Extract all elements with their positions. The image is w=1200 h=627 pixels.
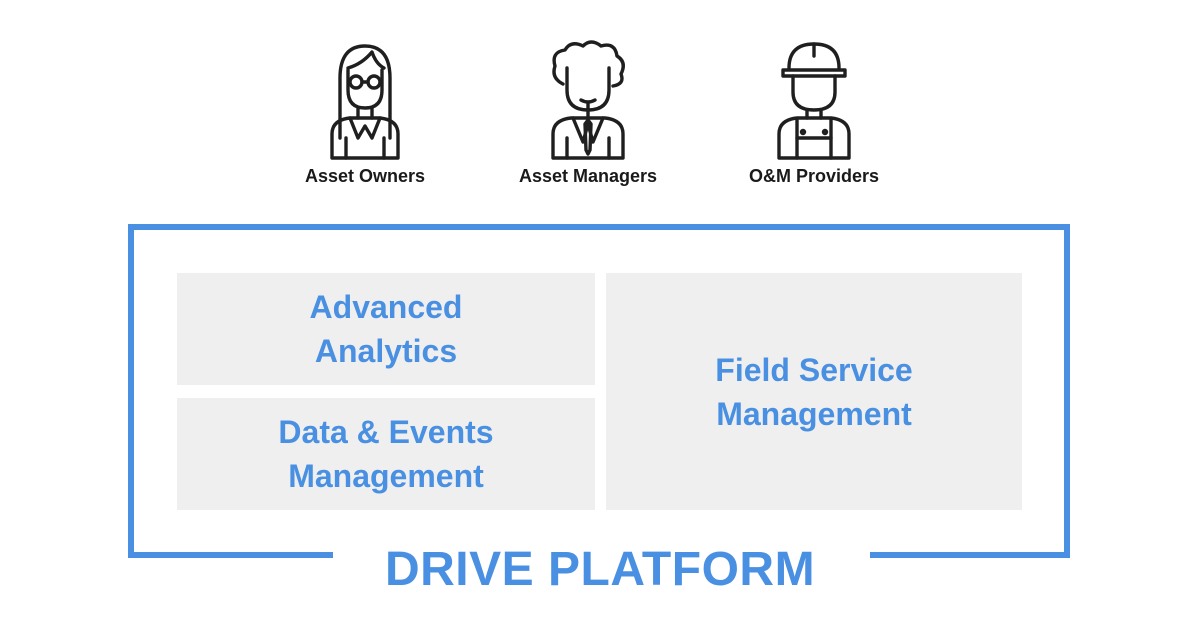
persona-om-providers: O&M Providers <box>714 38 914 198</box>
module-label-line: Field Service <box>715 351 913 388</box>
module-label-line: Advanced <box>309 289 463 325</box>
persona-label: O&M Providers <box>748 166 880 186</box>
module-field-service-management: Field Service Management <box>606 273 1022 510</box>
module-label-line: Analytics <box>314 333 458 369</box>
persona-asset-managers: Asset Managers <box>488 38 688 198</box>
woman-with-glasses-icon <box>330 44 400 160</box>
persona-asset-owners: Asset Owners <box>265 38 465 198</box>
module-label-line: Management <box>288 458 484 494</box>
persona-label: Asset Managers <box>518 166 658 186</box>
module-label-line: Data & Events <box>278 414 494 450</box>
module-data-events-management: Data & Events Management <box>177 398 595 510</box>
module-label-line: Management <box>716 395 912 432</box>
man-with-tie-icon <box>551 40 625 160</box>
worker-with-hardhat-icon <box>777 42 851 160</box>
module-advanced-analytics: Advanced Analytics <box>177 273 595 385</box>
platform-title: DRIVE PLATFORM <box>384 543 816 596</box>
persona-label: Asset Owners <box>304 166 426 186</box>
